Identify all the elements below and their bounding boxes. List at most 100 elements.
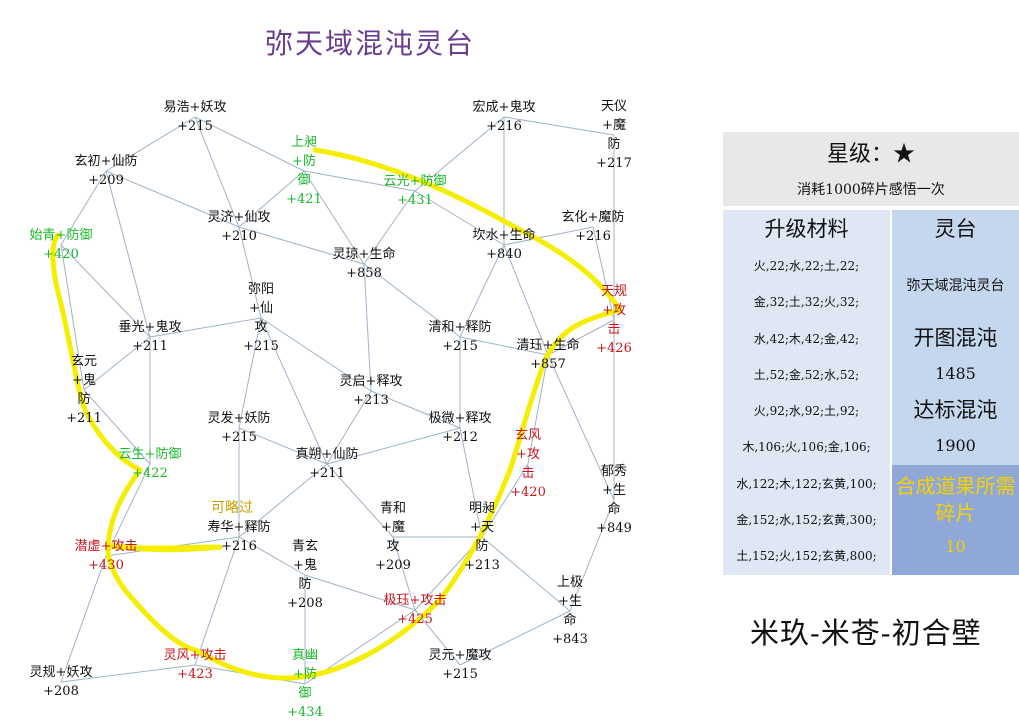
graph-edge bbox=[60, 555, 107, 683]
graph-edge bbox=[238, 317, 262, 429]
graph-node: 极珏+攻击 +425 bbox=[383, 593, 447, 627]
reach-chaos-label: 达标混沌 bbox=[913, 398, 998, 422]
skip-note: 可略过 bbox=[211, 500, 253, 516]
graph-edge bbox=[503, 226, 594, 246]
graph-edge bbox=[303, 170, 365, 265]
graph-node: 青玄 +鬼 防 +208 bbox=[287, 539, 323, 611]
graph-edge bbox=[83, 336, 151, 391]
graph-edge bbox=[105, 463, 151, 557]
graph-edge bbox=[105, 116, 196, 172]
material-row: 水,42;木,42;金,42; bbox=[753, 331, 860, 346]
page-title: 弥天域混沌灵台 bbox=[264, 27, 475, 60]
graph-edge bbox=[260, 317, 372, 392]
material-row: 火,92;水,92;土,92; bbox=[753, 404, 860, 419]
graph-edges bbox=[60, 116, 615, 685]
open-chaos-value: 1485 bbox=[935, 364, 976, 383]
graph-edge bbox=[105, 170, 240, 228]
graph-node: 玄化+魔防 +216 bbox=[561, 210, 625, 244]
graph-node: 云生+防御 +422 bbox=[118, 447, 182, 481]
materials-header: 升级材料 bbox=[764, 217, 849, 241]
graph-node: 郁秀 +生 命 +849 bbox=[596, 464, 632, 536]
material-row: 土,152;火,152;玄黄,800; bbox=[736, 549, 877, 564]
graph-edge bbox=[459, 427, 483, 538]
graph-node: 天仪 +魔 防 +217 bbox=[596, 99, 632, 171]
graph-node: 易浩+妖攻 +215 bbox=[163, 100, 227, 134]
graph-edge bbox=[60, 244, 151, 338]
platform-name: 弥天域混沌灵台 bbox=[906, 278, 1005, 294]
platform-column: 灵台 弥天域混沌灵台 开图混沌 1485 达标混沌 1900 合成道果所需碎片 … bbox=[892, 210, 1019, 575]
graph-node: 天规 +攻 击 +426 bbox=[596, 284, 632, 356]
graph-edge bbox=[459, 610, 571, 666]
graph-node: 宏成+鬼攻 +216 bbox=[472, 100, 536, 134]
materials-column: 升级材料 火,22;水,22;土,22;金,32;土,32;火,32;水,42;… bbox=[723, 210, 890, 575]
graph-edge bbox=[527, 354, 549, 465]
graph-edge bbox=[592, 226, 615, 321]
graph-edge bbox=[83, 389, 151, 465]
graph-edge bbox=[238, 226, 262, 319]
graph-edge bbox=[569, 499, 615, 612]
graph-edge bbox=[60, 664, 196, 683]
graph-node: 真朔+仙防 +211 bbox=[295, 447, 359, 481]
graph-edge bbox=[459, 336, 549, 356]
open-chaos-label: 开图混沌 bbox=[913, 326, 998, 350]
graph-edge bbox=[547, 319, 615, 356]
graph-node: 灵规+妖攻 +208 bbox=[29, 665, 93, 699]
graph-edge bbox=[194, 116, 305, 172]
synth-value: 10 bbox=[945, 537, 966, 556]
graph-edge bbox=[414, 190, 505, 246]
material-row: 水,122;木,122;玄黄,100; bbox=[736, 476, 877, 491]
graph-node: 明昶 +天 防 +213 bbox=[464, 501, 500, 573]
material-row: 金,32;土,32;火,32; bbox=[753, 295, 860, 310]
graph-node: 灵启+释攻 +213 bbox=[339, 374, 403, 408]
graph-edge bbox=[503, 116, 615, 136]
graph-node: 寿华+释防 +216 bbox=[207, 520, 271, 554]
reach-chaos-value: 1900 bbox=[935, 436, 976, 455]
graph-edge bbox=[363, 263, 461, 338]
cost-text: 消耗1000碎片感悟一次 bbox=[723, 178, 1019, 206]
graph-node: 灵风+攻击 +423 bbox=[163, 648, 227, 682]
graph-edge bbox=[238, 463, 328, 538]
graph-edge bbox=[238, 536, 306, 576]
graph-node: 潜虚+攻击 +430 bbox=[74, 539, 138, 573]
synth-label: 合成道果所需碎片 bbox=[895, 474, 1016, 525]
graph-edge bbox=[392, 536, 416, 611]
graph-edge bbox=[363, 190, 416, 265]
graph-node: 真幽 +防 御 +434 bbox=[287, 648, 323, 720]
graph-node: 清和+释防 +215 bbox=[428, 320, 492, 354]
graph-edge bbox=[260, 317, 328, 465]
graph-edge bbox=[370, 390, 461, 429]
graph-edge bbox=[60, 170, 107, 246]
graph-node: 灵琼+生命 +858 bbox=[332, 247, 396, 281]
platform-header: 灵台 bbox=[934, 217, 977, 241]
graph-edge bbox=[238, 427, 328, 465]
graph-edge bbox=[238, 170, 305, 228]
graph-edge bbox=[326, 427, 461, 465]
graph-edge bbox=[363, 263, 372, 392]
graph-node: 青和 +魔 攻 +209 bbox=[375, 501, 411, 573]
graph-edge bbox=[303, 170, 416, 192]
graph-node: 玄初+仙防 +209 bbox=[74, 154, 138, 188]
graph-edge bbox=[459, 244, 505, 338]
graph-edge bbox=[481, 463, 529, 538]
graph-node: 灵元+魔攻 +215 bbox=[428, 648, 492, 682]
graph-node: 玄风 +攻 击 +420 bbox=[510, 428, 546, 500]
graph-node: 玄元 +鬼 防 +211 bbox=[66, 354, 102, 426]
graph-edge bbox=[326, 463, 394, 538]
graph-node: 上极 +生 命 +843 bbox=[552, 575, 588, 647]
graph-node: 清珏+生命 +857 bbox=[516, 338, 580, 372]
graph-edge bbox=[60, 244, 85, 391]
graph-node: 上昶 +防 御 +421 bbox=[286, 135, 322, 207]
graph-node: 灵发+妖防 +215 bbox=[207, 411, 271, 445]
star-level: 星级：★ bbox=[723, 132, 1019, 178]
node-graph bbox=[50, 116, 623, 685]
graph-edge bbox=[238, 226, 365, 265]
graph-edge bbox=[481, 536, 571, 612]
highlight-route bbox=[50, 147, 623, 681]
graph-node: 云光+防御 +431 bbox=[383, 174, 447, 208]
graph-edge bbox=[503, 244, 549, 356]
graph-node: 始青+防御 +420 bbox=[29, 228, 93, 262]
graph-edge bbox=[326, 390, 372, 465]
graph-edge bbox=[149, 317, 262, 338]
material-row: 土,52;金,52;水,52; bbox=[753, 367, 860, 382]
graph-edge bbox=[105, 170, 151, 338]
